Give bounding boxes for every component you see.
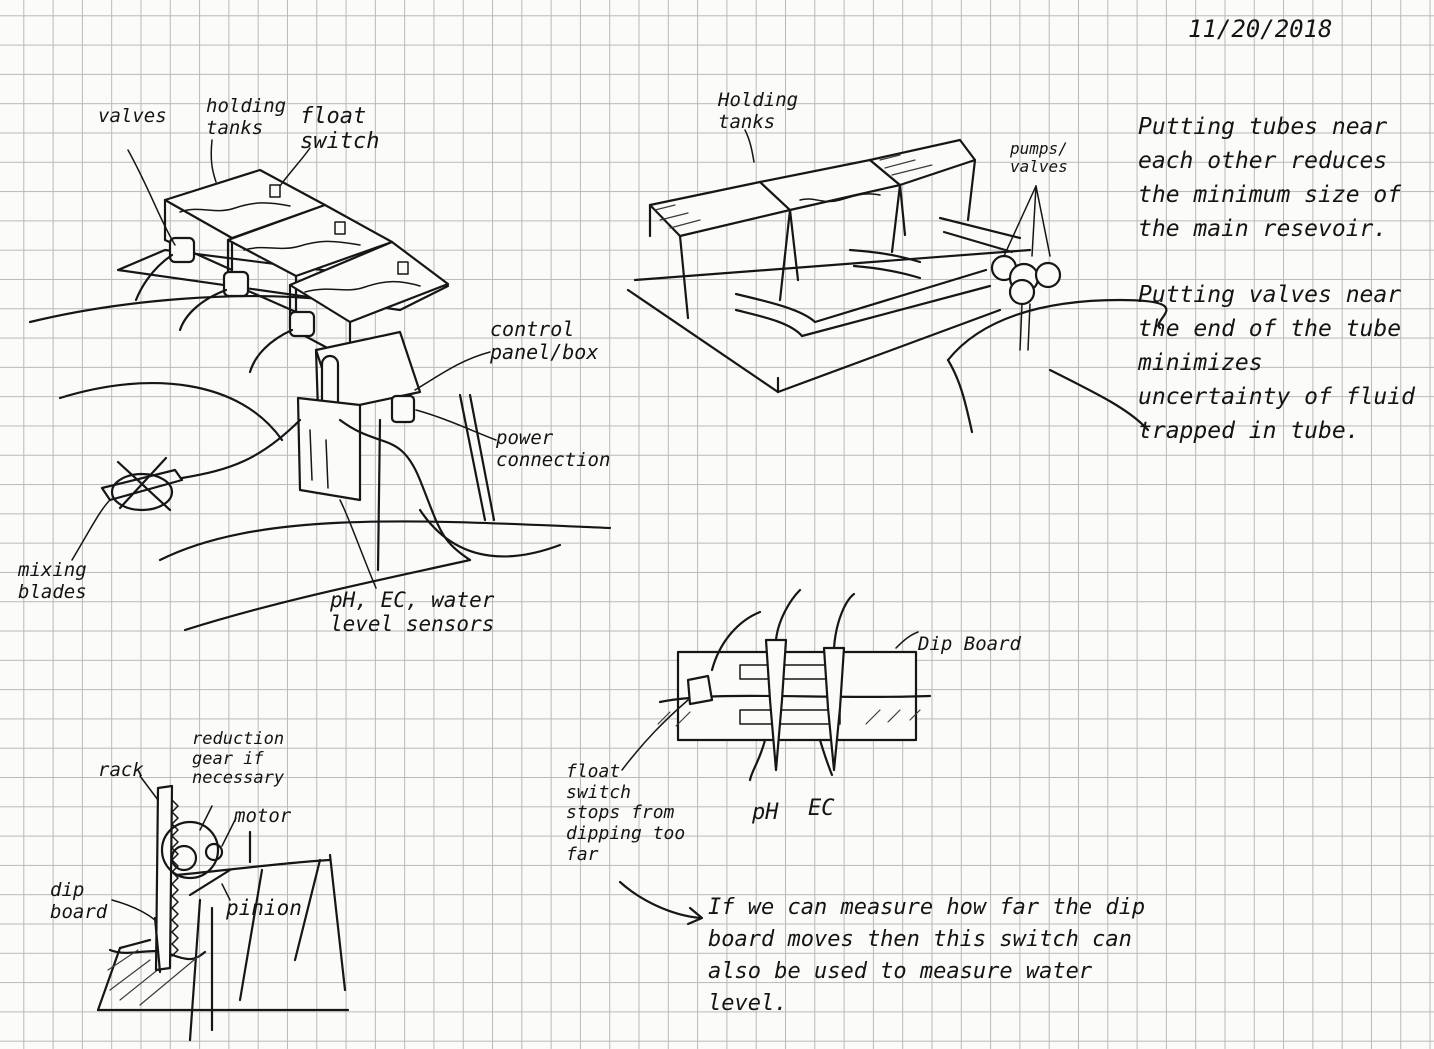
reduction-gear-label: reduction gear if necessary bbox=[192, 730, 332, 789]
valves-note: Putting valves near the end of the tube … bbox=[1138, 278, 1428, 448]
motor-label: motor bbox=[234, 806, 291, 828]
sketch2-holding-tanks-label: Holding tanks bbox=[718, 90, 808, 134]
sensors-label: pH, EC, water level sensors bbox=[330, 588, 540, 636]
date-label: 11/20/2018 bbox=[1188, 16, 1333, 44]
dip-board-title: Dip Board bbox=[918, 634, 1021, 656]
rack-pinion-sketch bbox=[98, 776, 348, 1040]
rack-label: rack bbox=[98, 760, 144, 782]
valves-label: valves bbox=[98, 106, 168, 128]
ec-label: EC bbox=[808, 796, 835, 821]
float-switch-label: float switch bbox=[300, 104, 390, 155]
dip-float-switch-label: float switch stops from dipping too far bbox=[566, 762, 696, 865]
rack-dip-board-label: dip board bbox=[50, 880, 110, 924]
holding-tanks-label: holding tanks bbox=[206, 96, 286, 140]
pumps-valves-label: pumps/ valves bbox=[1010, 140, 1100, 177]
ph-label: pH bbox=[752, 800, 779, 825]
tank-assembly-sketch bbox=[30, 140, 610, 630]
dip-board-sketch bbox=[620, 590, 930, 924]
measure-note: If we can measure how far the dip board … bbox=[708, 892, 1148, 1020]
control-panel-label: control panel/box bbox=[490, 318, 630, 364]
tubes-note: Putting tubes near each other reduces th… bbox=[1138, 110, 1428, 246]
pinion-label: pinion bbox=[226, 896, 302, 920]
mixing-blades-label: mixing blades bbox=[18, 560, 108, 604]
power-connection-label: power connection bbox=[496, 428, 616, 472]
